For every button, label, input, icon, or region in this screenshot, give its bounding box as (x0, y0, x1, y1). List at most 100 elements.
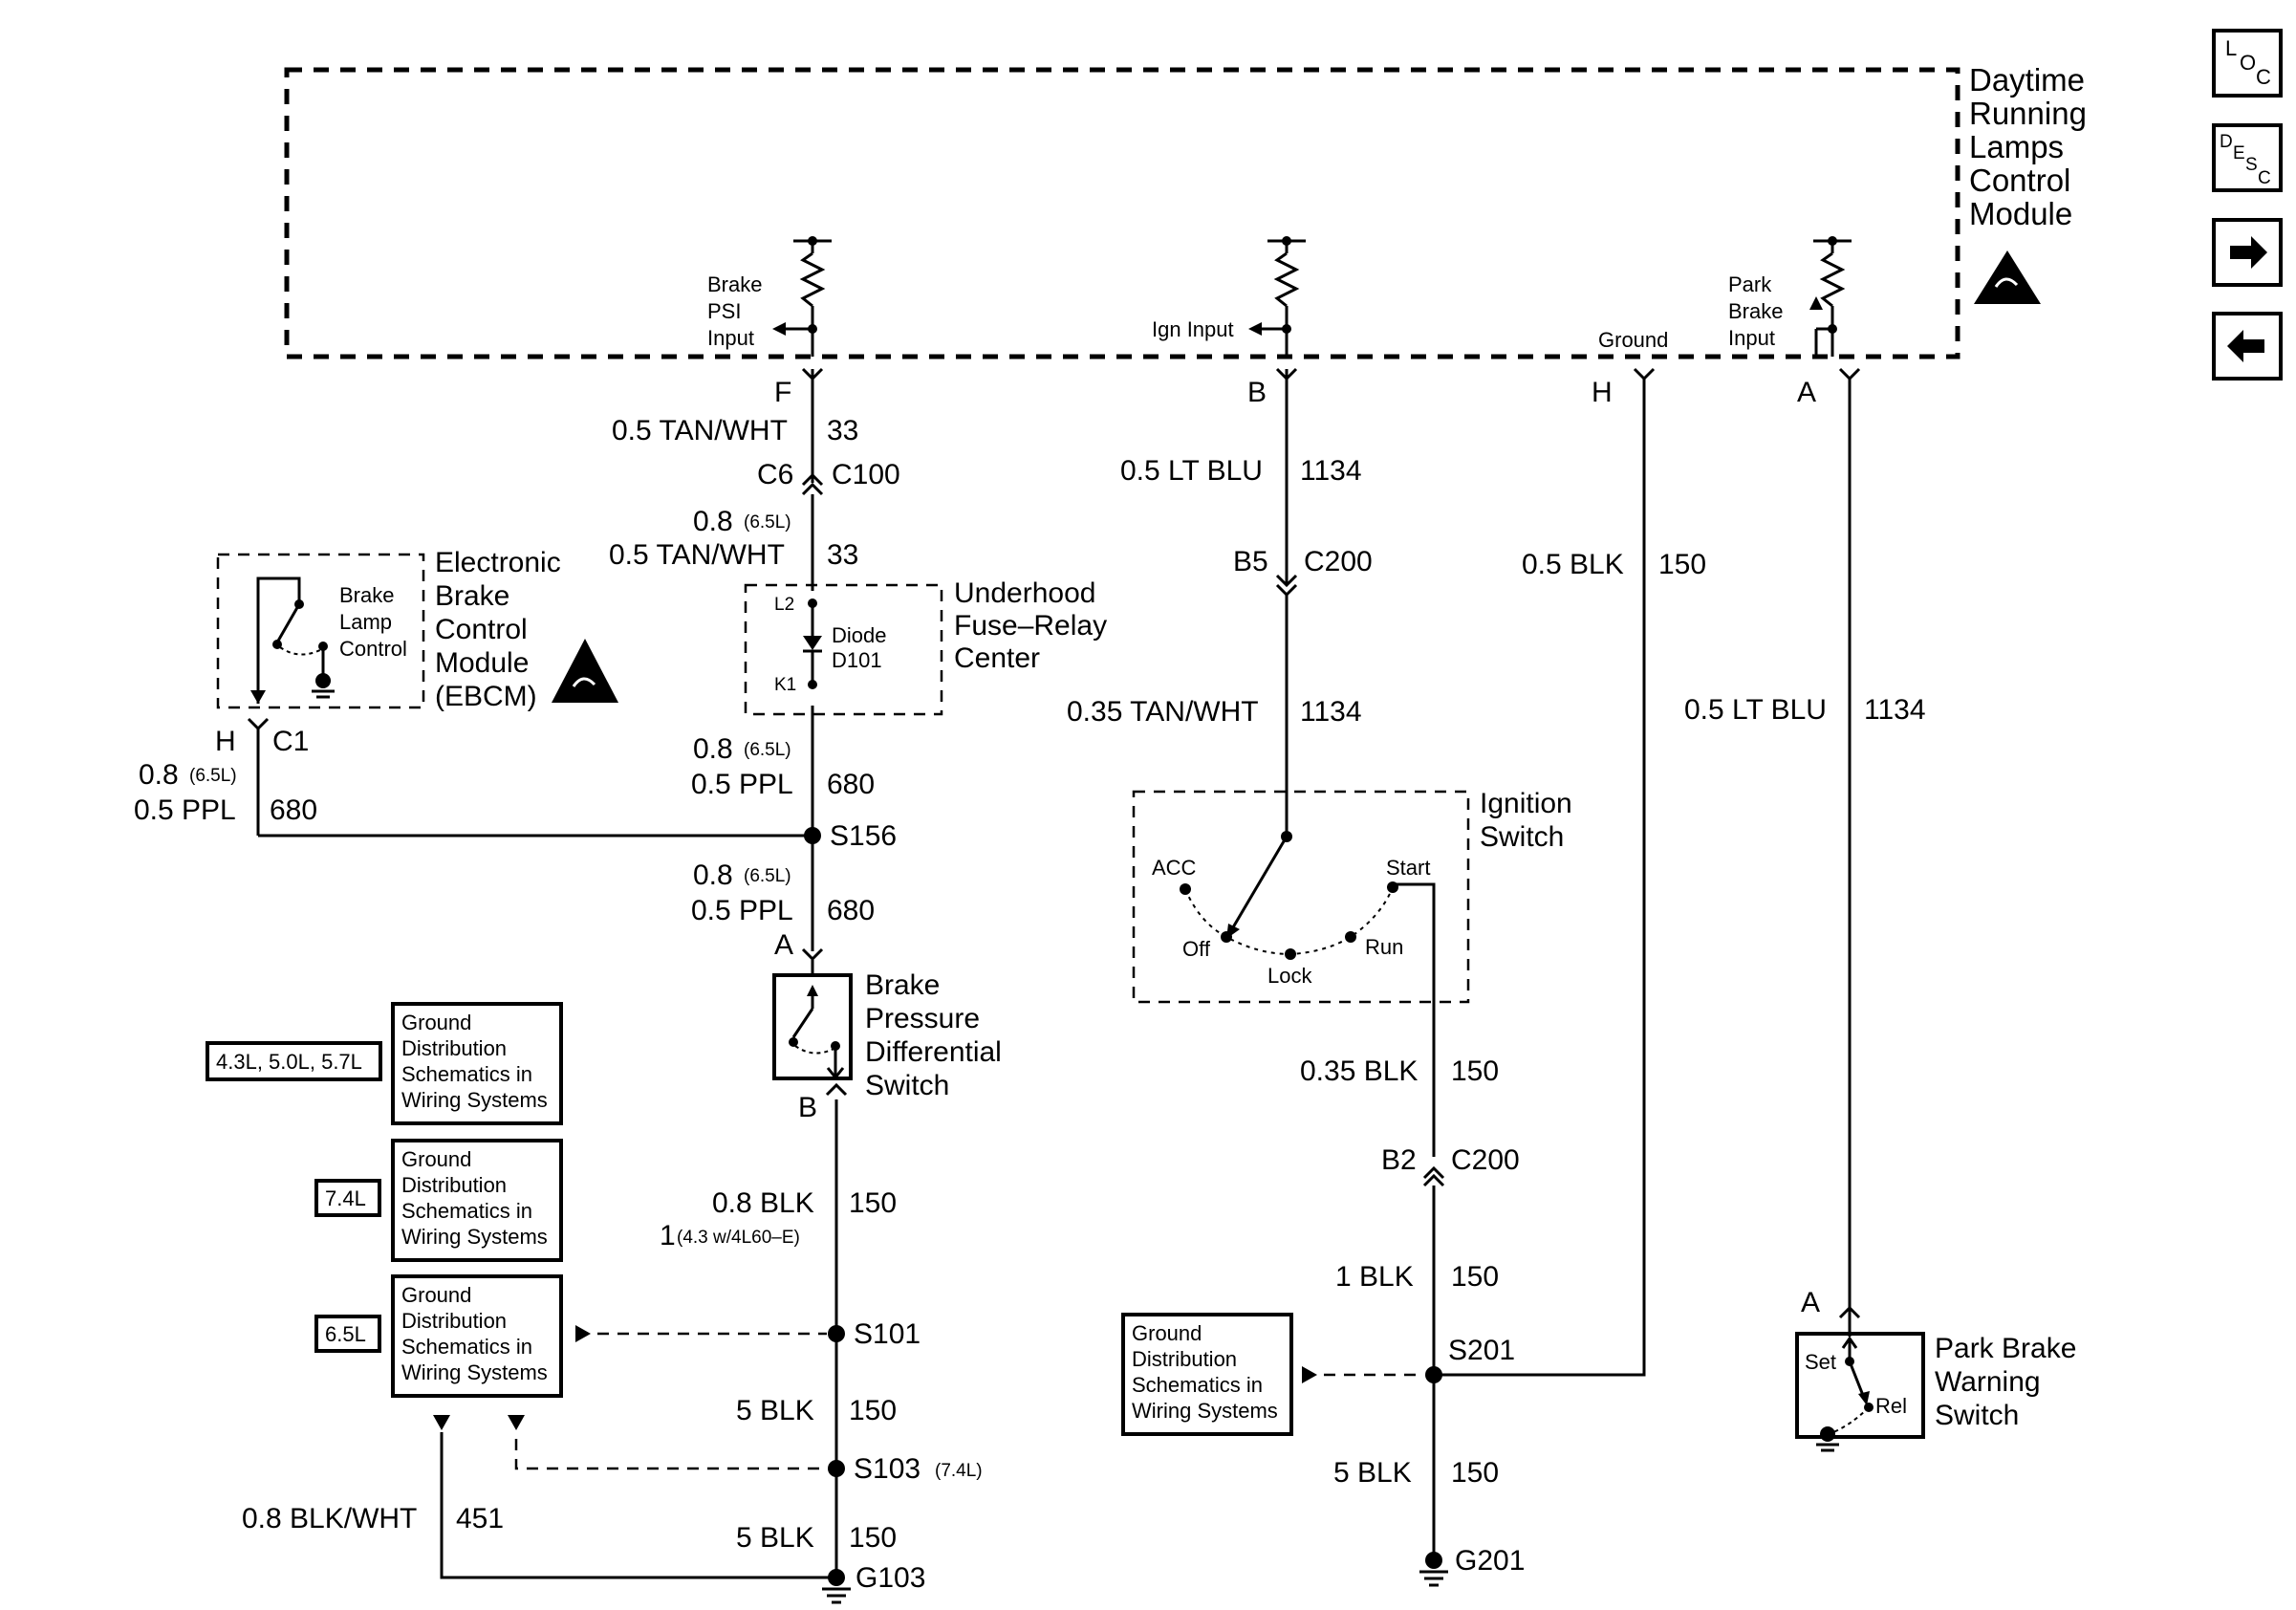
pin-b: B (1247, 377, 1267, 408)
fuse-center-title-2: Fuse–Relay (954, 610, 1107, 642)
c2-wire-3-num: 150 (1451, 1055, 1499, 1087)
k1-label: K1 (774, 675, 796, 695)
col4-wires (1838, 367, 1861, 1319)
svg-text:Distribution: Distribution (401, 1173, 507, 1197)
svg-text:Wiring Systems: Wiring Systems (401, 1225, 548, 1249)
ebcm-outline (216, 553, 425, 709)
svg-text:Schematics in: Schematics in (1132, 1373, 1263, 1397)
wire-4-size: 0.5 PPL (691, 895, 793, 926)
conn-b5: B5 (1233, 546, 1268, 577)
splice-s103: S103 (854, 1453, 921, 1485)
svg-text:O: O (2240, 51, 2256, 75)
svg-text:L: L (2225, 36, 2237, 60)
ign-pos-off: Off (1182, 937, 1211, 961)
back-button[interactable] (2212, 312, 2283, 381)
wire-1-size: 0.5 TAN/WHT (612, 415, 788, 446)
resistor-brake-psi (772, 236, 832, 357)
l2-label: L2 (774, 595, 794, 615)
ebcm-wire-size: 0.5 PPL (134, 794, 236, 826)
ebcm-inner-2: Lamp (339, 610, 392, 634)
c2-wire-3-size: 0.35 BLK (1300, 1055, 1418, 1087)
gd-box-4[interactable]: Ground Distribution Schematics in Wiring… (1121, 1313, 1293, 1436)
brake-switch-pin-a: A (774, 929, 793, 961)
svg-text:C: C (2258, 168, 2271, 188)
wire-5-num: 150 (849, 1187, 897, 1219)
svg-text:Ground: Ground (401, 1011, 471, 1034)
diode-icon (803, 598, 822, 689)
esd-warning-icon (1974, 250, 2041, 304)
ebcm-brake-lamp-switch-icon (250, 577, 335, 704)
c2-wire-4-size: 1 BLK (1335, 1261, 1414, 1293)
conn-c200: C200 (1304, 546, 1373, 577)
conn-c200b: C200 (1451, 1144, 1520, 1176)
c4-wire-num: 1134 (1864, 694, 1926, 726)
ign-input-label: Ign Input (1152, 317, 1234, 341)
ebcm-pin-h: H (215, 726, 236, 757)
gd-box-3[interactable]: Ground Distribution Schematics in Wiring… (391, 1274, 563, 1398)
c2-wire-2-size: 0.35 TAN/WHT (1067, 696, 1259, 728)
svg-text:Schematics in: Schematics in (401, 1062, 532, 1086)
svg-text:C: C (2256, 65, 2271, 89)
ebcm-wire-alt: 0.8 (139, 759, 179, 791)
svg-text:Ground: Ground (401, 1283, 471, 1307)
loc-button[interactable]: L O C (2212, 29, 2283, 98)
wire-6-num: 150 (849, 1395, 897, 1426)
brake-switch-title-1: Brake (865, 969, 940, 1001)
ground-g201-icon (1419, 1552, 1448, 1587)
ground-label: Ground (1598, 328, 1668, 352)
wire-7-size: 5 BLK (736, 1522, 814, 1554)
svg-text:D: D (2220, 132, 2233, 152)
c2-wire-2-num: 1134 (1300, 696, 1362, 728)
pin-a: A (1797, 377, 1816, 408)
gd-box-2[interactable]: Ground Distribution Schematics in Wiring… (391, 1139, 563, 1262)
ign-pos-start: Start (1386, 856, 1430, 880)
col3-wires (1434, 367, 1656, 1377)
ign-switch-title-1: Ignition (1480, 788, 1572, 819)
fuse-relay-outline (744, 583, 943, 716)
park-brake-switch-icon (1816, 1319, 1874, 1452)
ebcm-title-5: (EBCM) (435, 681, 537, 712)
park-set-label: Set (1805, 1350, 1836, 1374)
park-switch-title-3: Switch (1935, 1400, 2019, 1431)
wire-3-alt: 0.8 (693, 733, 733, 765)
svg-text:Module: Module (1969, 196, 2072, 231)
park-brake-input-label-2: Brake (1728, 299, 1783, 323)
wire-6-size: 5 BLK (736, 1395, 814, 1426)
brake-psi-label-1: Brake (707, 272, 762, 296)
gd-box-1[interactable]: Ground Distribution Schematics in Wiring… (391, 1002, 563, 1125)
c2-wire-5-size: 5 BLK (1333, 1457, 1412, 1489)
svg-text:Distribution: Distribution (1132, 1347, 1237, 1371)
svg-text:Ground: Ground (1132, 1321, 1202, 1345)
wire-5-note: (4.3 w/4L60–E) (677, 1228, 800, 1248)
desc-button[interactable]: D E S C (2212, 123, 2283, 192)
fuse-center-title-1: Underhood (954, 577, 1095, 609)
arrow-right-icon (2230, 236, 2267, 269)
ebcm-esd-warning-icon (552, 639, 618, 703)
s101-arrow-icon (575, 1325, 591, 1342)
svg-text:Wiring Systems: Wiring Systems (401, 1360, 548, 1384)
col2-wires (1275, 367, 1445, 1558)
svg-text:Ground: Ground (401, 1147, 471, 1171)
ebcm-title-3: Control (435, 614, 528, 645)
forward-button[interactable] (2212, 218, 2283, 287)
wire-2-num: 33 (827, 539, 858, 571)
ground-g201: G201 (1455, 1545, 1525, 1577)
c2-wire-1-size: 0.5 LT BLU (1120, 455, 1263, 487)
splice-s201: S201 (1448, 1335, 1515, 1366)
svg-text:7.4L: 7.4L (325, 1186, 366, 1210)
splice-s101: S101 (854, 1318, 921, 1350)
ebcm-inner-1: Brake (339, 583, 394, 607)
wire-4-num: 680 (827, 895, 875, 926)
ground-g103-icon (822, 1569, 851, 1604)
ebcm-wire-num: 680 (270, 794, 317, 826)
wire-8-size: 0.8 BLK/WHT (242, 1503, 417, 1534)
wire-1-num: 33 (827, 415, 858, 446)
ebcm-conn-c1: C1 (272, 726, 309, 757)
svg-text:E: E (2233, 143, 2245, 163)
wire-451 (440, 1432, 836, 1579)
gd-tag-1: 4.3L, 5.0L, 5.7L (206, 1041, 382, 1081)
wire-4-alt: 0.8 (693, 859, 733, 891)
s201-arrow-icon (1302, 1366, 1317, 1383)
pin-h: H (1592, 377, 1613, 408)
